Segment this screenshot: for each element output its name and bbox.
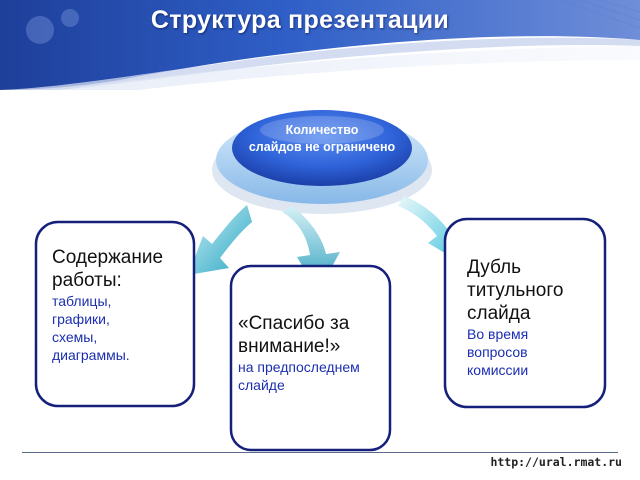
box-thanks-heading: «Спасибо за внимание!» [238,312,360,358]
box-thanks [229,264,392,452]
footer-divider [22,452,618,453]
box-title-copy-heading: Дубль титульного слайда [467,256,563,325]
box-title-copy-heading-line: слайда [467,303,531,324]
box-thanks-detail-line: слайде [238,377,285,393]
box-title-copy-detail-line: комиссии [467,362,529,378]
box-content-details: таблицы, графики, схемы, диаграммы. [52,292,163,364]
footer-url: http://ural.rmat.ru [490,455,622,469]
box-content-heading-line: работы: [52,270,122,291]
slide-title: Структура презентации [150,6,450,34]
box-content [34,220,196,408]
box-thanks-heading-line: внимание!» [238,336,341,357]
center-ellipse [212,110,432,214]
arrow-left-icon [188,205,252,275]
box-title-copy-heading-line: титульного [467,280,564,301]
box-thanks-detail-line: на предпоследнем [238,359,360,375]
box-content-detail-line: графики, [52,311,110,327]
box-title-copy-details: Во время вопросов комиссии [467,325,563,379]
box-title-copy-text: Дубль титульного слайда Во время вопросо… [467,256,563,379]
box-content-detail-line: схемы, [52,329,98,345]
center-label: Количество слайдов не ограничено [228,122,416,156]
box-title-copy [443,217,607,409]
box-thanks-text: «Спасибо за внимание!» на предпоследнем … [238,312,360,394]
box-content-detail-line: таблицы, [52,293,112,309]
box-title-copy-detail-line: Во время [467,326,529,342]
box-content-text: Содержание работы: таблицы, графики, схе… [52,246,163,364]
box-title-copy-detail-line: вопросов [467,344,528,360]
header-banner [0,0,640,90]
box-thanks-details: на предпоследнем слайде [238,358,360,394]
center-label-line1: Количество [285,123,359,137]
box-content-detail-line: диаграммы. [52,347,130,363]
box-title-copy-heading-line: Дубль [467,257,522,278]
box-content-heading: Содержание работы: [52,246,163,292]
box-thanks-heading-line: «Спасибо за [238,313,350,334]
center-label-line2: слайдов не ограничено [248,140,396,154]
box-content-heading-line: Содержание [52,247,164,268]
